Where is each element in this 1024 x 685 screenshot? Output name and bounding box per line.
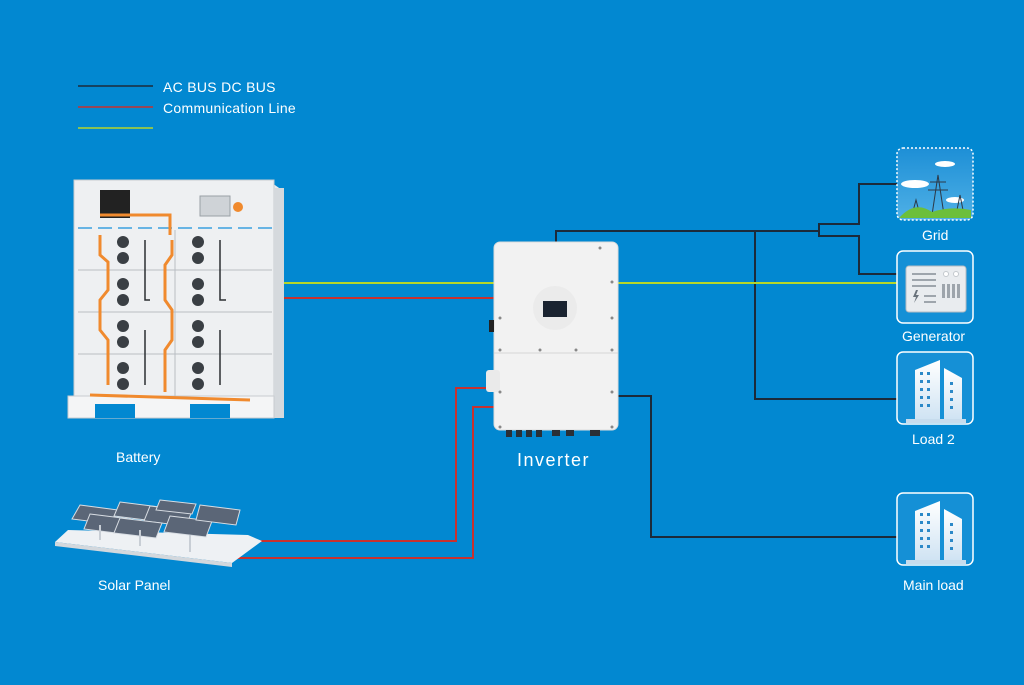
generator-label: Generator	[902, 328, 966, 344]
main-load-label: Main load	[903, 577, 964, 593]
generator-icon[interactable]	[896, 250, 974, 324]
wire-bus-generator	[818, 231, 897, 275]
wire-bus-load2	[754, 231, 897, 400]
load2-label: Load 2	[912, 431, 955, 447]
power-tower-icon[interactable]	[896, 147, 974, 221]
legend-label-ac-dc-bus: AC BUS DC BUS	[163, 79, 276, 95]
legend-label-communication: Communication Line	[163, 100, 297, 116]
building-icon-load2[interactable]	[896, 351, 974, 425]
solar-panel-icon[interactable]	[55, 499, 262, 567]
wire-solar-inverter-red-2	[230, 406, 495, 559]
wires	[230, 183, 897, 559]
inverter-icon[interactable]	[486, 241, 619, 437]
wire-inverter-main-load	[618, 395, 897, 538]
battery-label: Battery	[116, 449, 161, 465]
building-icon-main-load[interactable]	[896, 492, 974, 566]
wire-bus-grid	[818, 183, 897, 231]
legend	[78, 85, 153, 129]
battery-rack-icon[interactable]	[67, 179, 284, 419]
wire-solar-inverter-red-1	[256, 387, 493, 542]
wire-inverter-bus	[555, 230, 819, 242]
grid-label: Grid	[922, 227, 949, 243]
solar-panel-label: Solar Panel	[98, 577, 171, 593]
inverter-label: Inverter	[517, 450, 591, 470]
